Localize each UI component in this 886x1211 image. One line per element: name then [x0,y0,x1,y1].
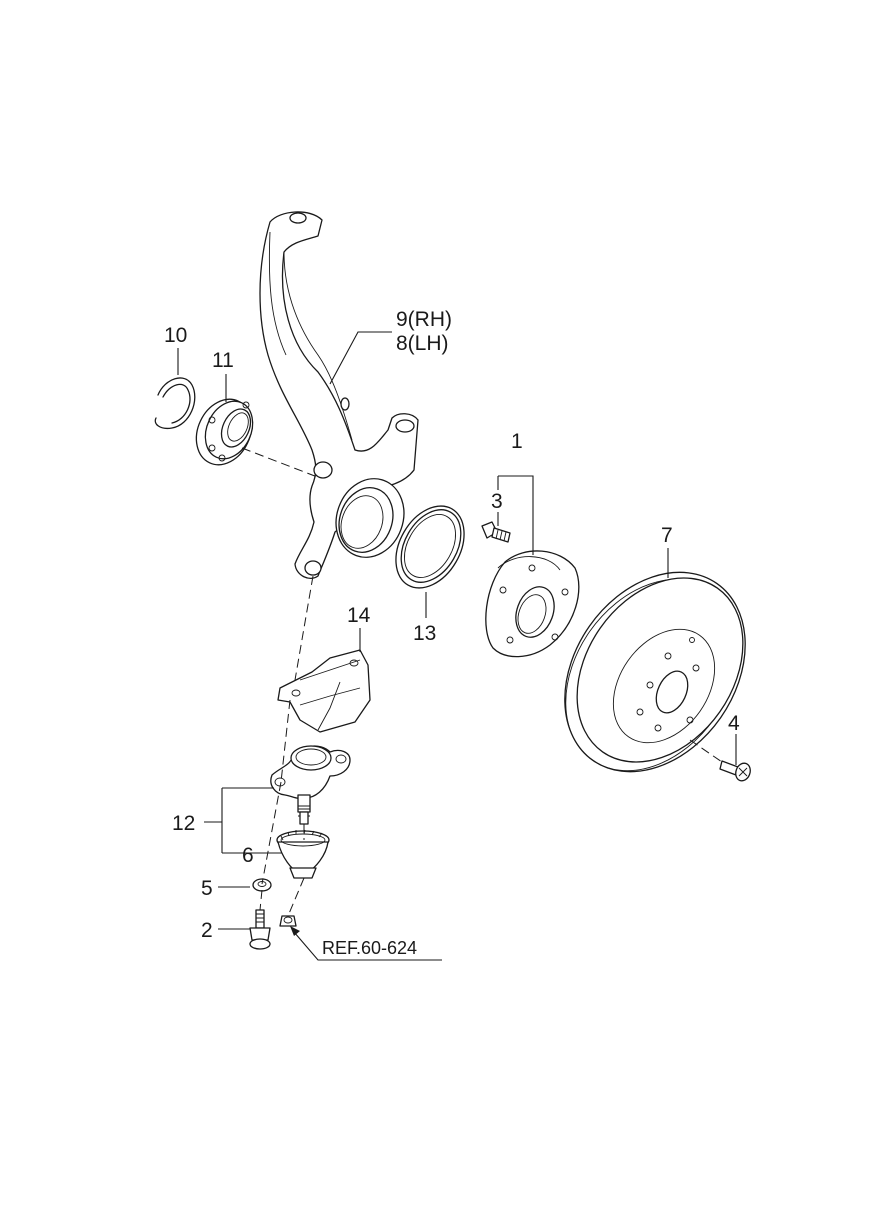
label-part-6[interactable]: 6 [242,844,254,867]
ball-joint[interactable] [270,745,351,825]
front-wheel-hub[interactable] [485,550,580,658]
label-part-13[interactable]: 13 [413,622,436,645]
dust-boot[interactable] [276,829,330,879]
label-part-12[interactable]: 12 [172,812,195,835]
label-part-1[interactable]: 1 [511,430,523,453]
disc-screw[interactable] [719,760,753,783]
label-part-14[interactable]: 14 [347,604,371,627]
snap-ring[interactable] [154,377,196,430]
heat-protector[interactable] [277,649,371,733]
label-part-11[interactable]: 11 [212,349,234,372]
label-part-9[interactable]: 9(RH) [396,308,452,331]
hub-bolt[interactable] [481,521,511,543]
label-reference[interactable]: REF.60-624 [322,938,417,958]
label-part-10[interactable]: 10 [164,324,187,347]
castle-nut[interactable] [279,915,297,927]
label-part-3[interactable]: 3 [491,490,503,513]
label-part-4[interactable]: 4 [728,712,740,735]
label-part-2[interactable]: 2 [201,919,213,942]
washer[interactable] [252,878,272,892]
part-labels: 9(RH) 8(LH) 10 11 1 3 7 13 14 4 12 6 5 2… [164,308,740,958]
label-part-8[interactable]: 8(LH) [396,332,449,355]
bolt[interactable] [249,909,271,950]
label-part-7[interactable]: 7 [661,524,673,547]
steering-knuckle[interactable] [259,211,419,579]
dust-cover[interactable] [382,494,478,600]
leader-lines [177,331,737,961]
brake-disc[interactable] [528,538,783,807]
wheel-bearing[interactable] [186,390,262,474]
assembly-lines [241,447,723,917]
label-part-5[interactable]: 5 [201,877,213,900]
